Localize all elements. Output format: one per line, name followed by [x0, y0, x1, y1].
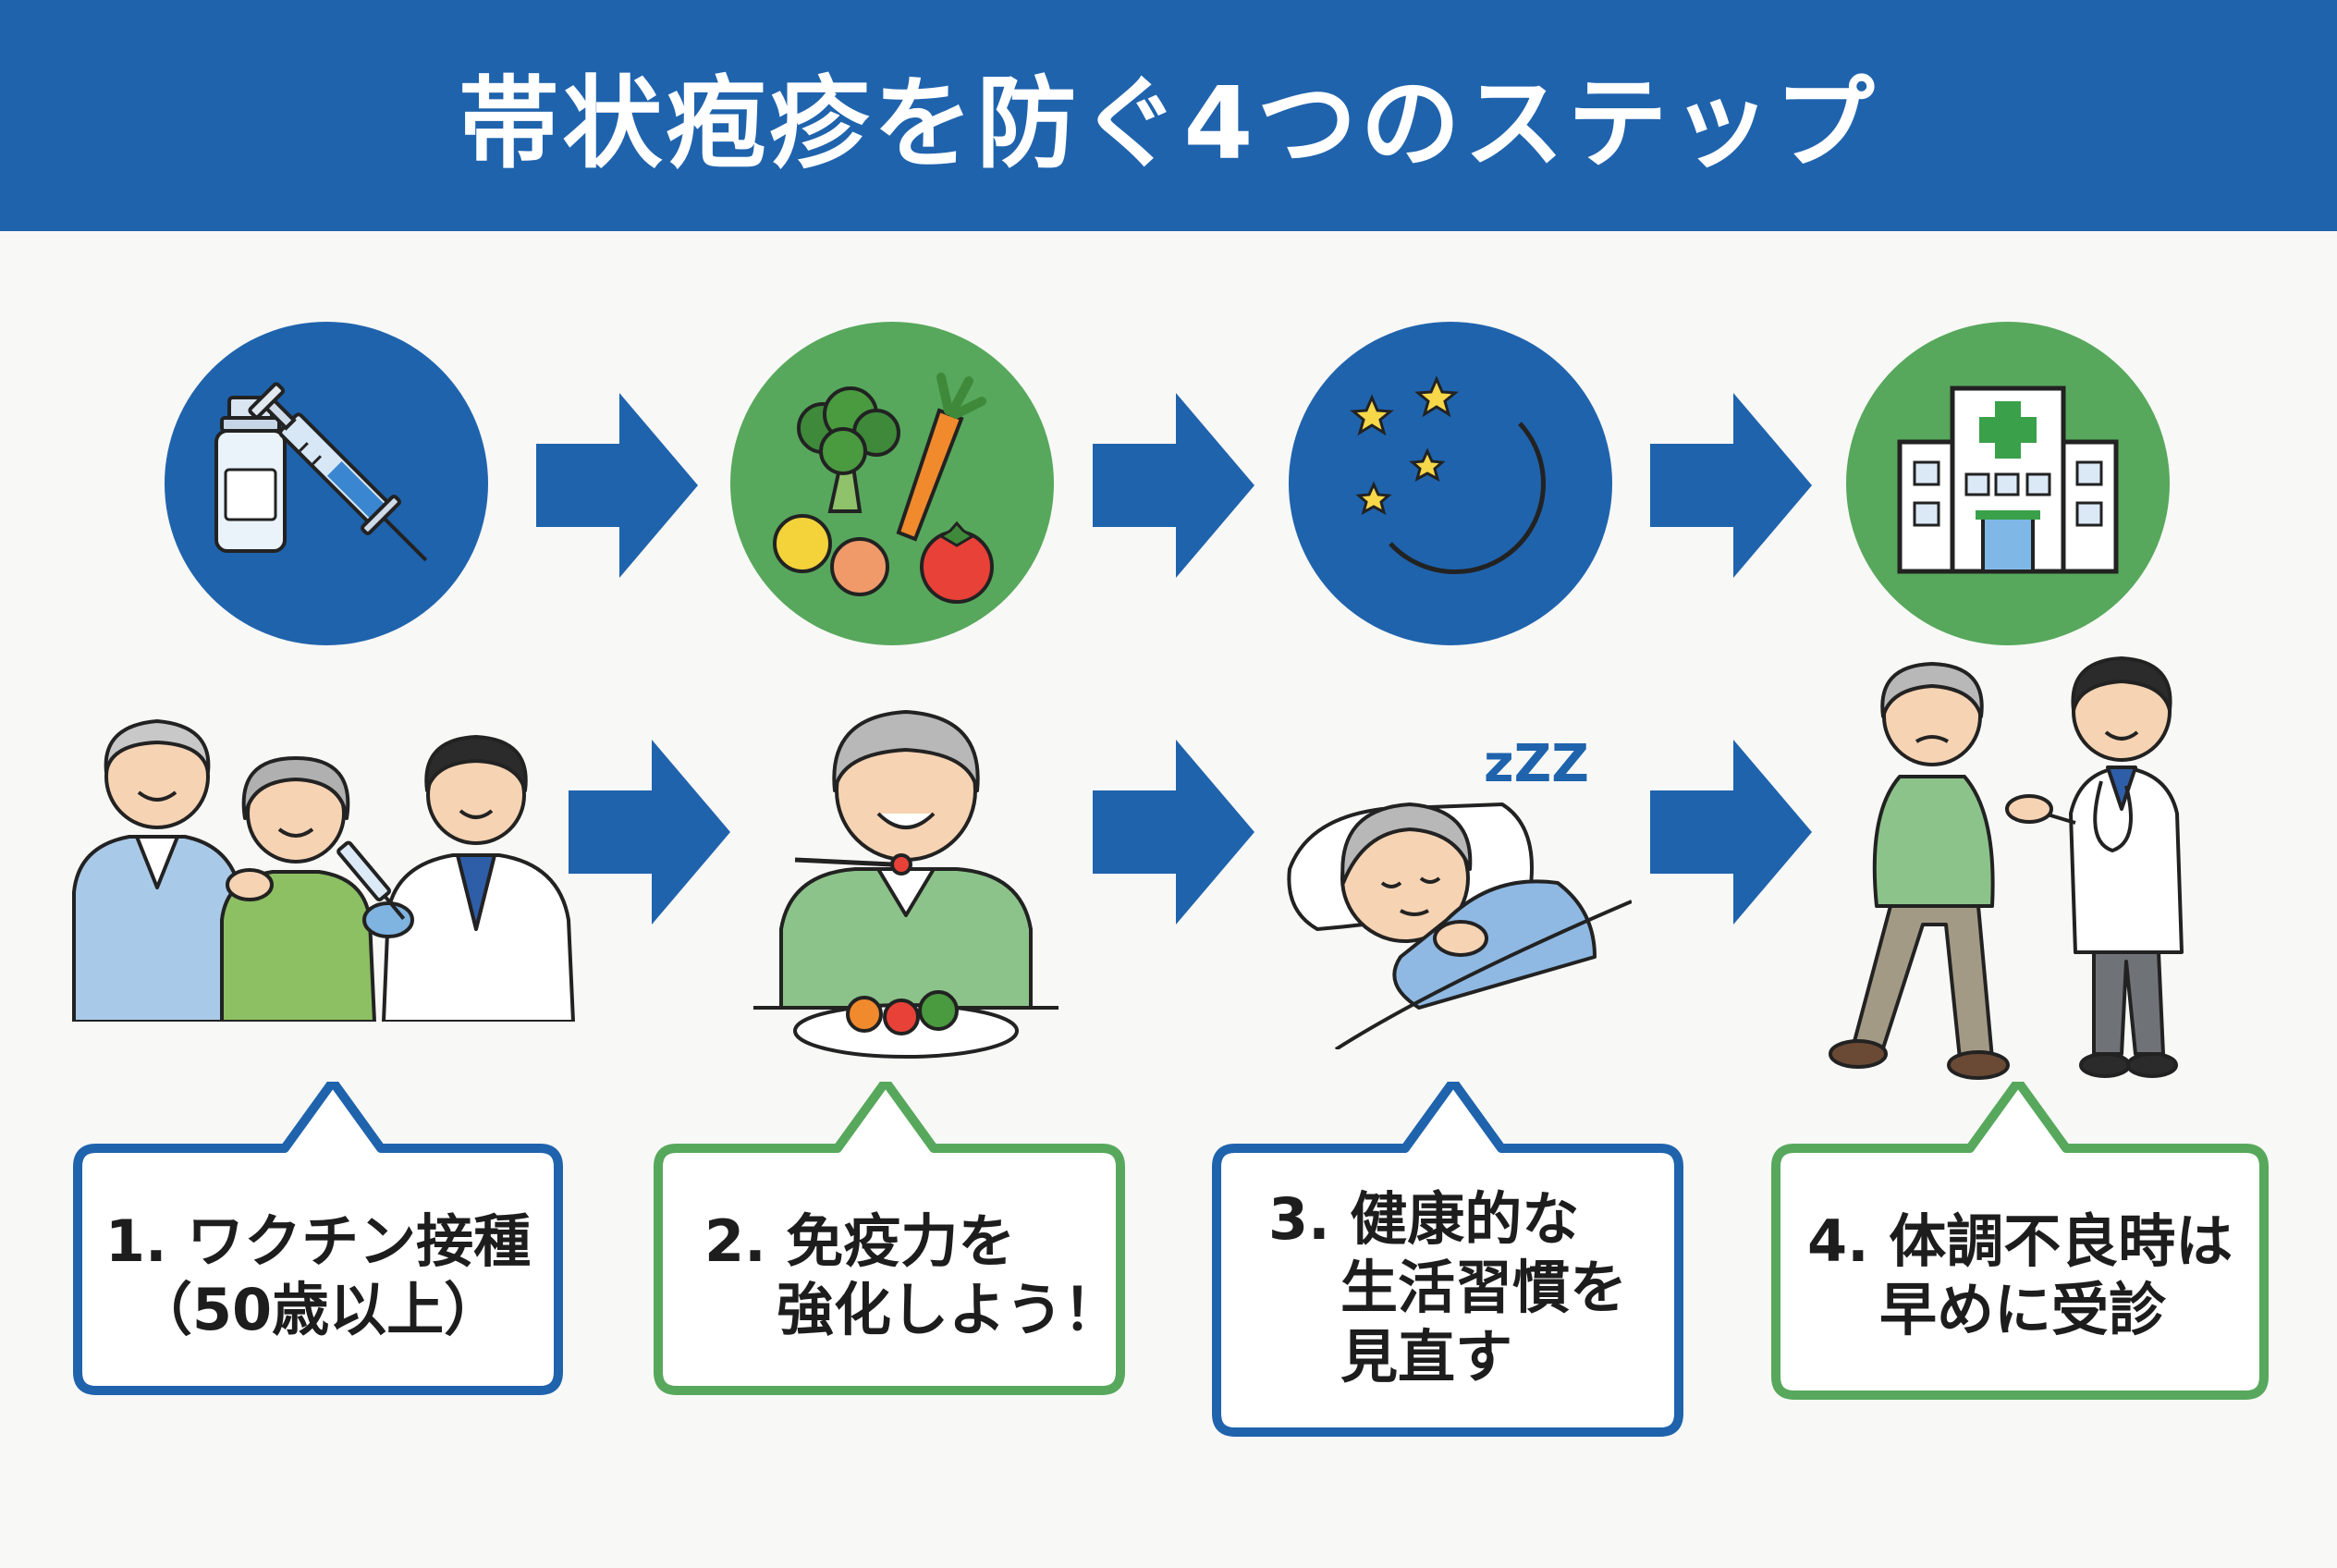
- step-1-line-1: 1. ワクチン接種: [104, 1207, 532, 1275]
- arrow-icon: [1093, 393, 1254, 578]
- hospital-icon: [1897, 386, 2119, 574]
- step-1-callout: 1. ワクチン接種 （50歳以上）: [72, 1082, 564, 1396]
- step-2-line-2: 強化しよう！: [777, 1276, 1121, 1344]
- sleeping-scene-illustration: zZZ: [1287, 734, 1632, 1049]
- step-2-callout: 2. 免疫力を 強化しよう！: [653, 1082, 1126, 1396]
- arrow-icon: [536, 393, 698, 578]
- step-3-line-3: 見直す: [1340, 1322, 1513, 1390]
- title-banner: 帯状疱疹を防ぐ4つのステップ: [0, 0, 2337, 231]
- step-1-line-2: （50歳以上）: [134, 1276, 502, 1344]
- step-3-callout: 3. 健康的な 生活習慣を 見直す: [1211, 1082, 1684, 1438]
- step-4-line-1: 4. 体調不良時は: [1807, 1207, 2233, 1275]
- step-2-circle: [730, 322, 1054, 645]
- arrow-icon: [1093, 740, 1254, 925]
- doctor-visit-scene-illustration: [1829, 656, 2184, 1080]
- vaccine-vial-syringe-icon: [214, 382, 428, 562]
- step-4-line-2: 早めに受診: [1879, 1276, 2167, 1344]
- moon-stars-icon: [1350, 375, 1547, 574]
- sleep-zzz-text: zZZ: [1484, 734, 1589, 794]
- step-4-circle: [1846, 322, 2170, 645]
- step-3-line-1: 3. 健康的な: [1268, 1185, 1580, 1253]
- step-4-callout: 4. 体調不良時は 早めに受診: [1770, 1082, 2270, 1401]
- vegetables-fruits-icon: [773, 373, 994, 604]
- page-title: 帯状疱疹を防ぐ4つのステップ: [459, 67, 1878, 182]
- eating-scene-illustration: [753, 710, 1058, 1059]
- step-3-circle: [1289, 322, 1612, 645]
- step-3-line-2: 生活習慣を: [1340, 1254, 1628, 1322]
- arrow-icon: [569, 740, 730, 925]
- arrow-icon: [1650, 393, 1812, 578]
- step-2-line-1: 2. 免疫力を: [704, 1207, 1016, 1275]
- vaccination-scene-illustration: [72, 719, 575, 1022]
- step-1-circle: [165, 322, 488, 645]
- arrow-icon: [1650, 740, 1812, 925]
